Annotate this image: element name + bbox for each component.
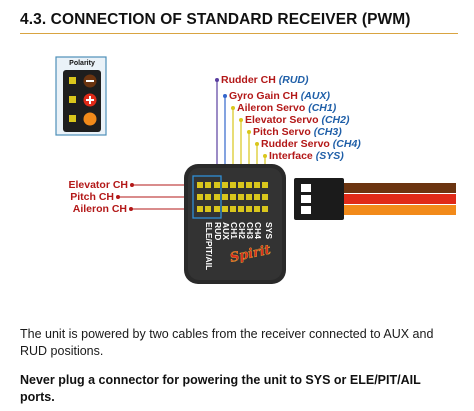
label-gyro-gain-ch: Gyro Gain CH (AUX) xyxy=(229,90,330,102)
polarity-pin-1 xyxy=(69,77,76,84)
polarity-title: Polarity xyxy=(69,60,95,67)
power-description: The unit is powered by two cables from t… xyxy=(20,327,434,358)
col-label-ch4: CH4 xyxy=(253,222,263,239)
label-aileron-ch: Aileron CH xyxy=(72,203,127,215)
col-label-ch3: CH3 xyxy=(245,222,255,239)
label-elevator-servo: Elevator Servo (CH2) xyxy=(245,114,350,126)
col-label-ch2: CH2 xyxy=(237,222,247,239)
gyro-unit: ELE/PIT/AIL RUD AUX CH1 CH2 CH3 CH4 SYS … xyxy=(184,164,286,284)
label-pitch-servo: Pitch Servo (CH3) xyxy=(253,126,342,138)
label-rudder-servo: Rudder Servo (CH4) xyxy=(261,138,361,150)
signal-icon xyxy=(83,112,97,126)
label-rudder-ch: Rudder CH (RUD) xyxy=(221,74,309,86)
label-pitch-ch: Pitch CH xyxy=(70,191,114,203)
label-aileron-servo: Aileron Servo (CH1) xyxy=(237,102,337,114)
label-interface: Interface (SYS) xyxy=(269,150,344,162)
pin-header xyxy=(197,182,268,212)
polarity-panel xyxy=(55,56,107,136)
section-heading: 4.3. CONNECTION OF STANDARD RECEIVER (PW… xyxy=(20,11,411,28)
servo-cable xyxy=(294,178,456,220)
heading-divider xyxy=(20,33,458,34)
col-label-ele-pit-ail: ELE/PIT/AIL xyxy=(204,222,214,270)
col-label-sys: SYS xyxy=(264,222,274,239)
label-elevator-ch: Elevator CH xyxy=(68,179,128,191)
col-label-ch1: CH1 xyxy=(229,222,239,239)
receiver-connection-diagram: ELE/PIT/AIL RUD AUX CH1 CH2 CH3 CH4 SYS … xyxy=(55,56,456,284)
col-label-rud: RUD xyxy=(213,222,223,240)
col-label-aux: AUX xyxy=(221,222,231,240)
polarity-pin-2 xyxy=(69,96,76,103)
polarity-pin-3 xyxy=(69,115,76,122)
warning-text: Never plug a connector for powering the … xyxy=(20,373,421,404)
